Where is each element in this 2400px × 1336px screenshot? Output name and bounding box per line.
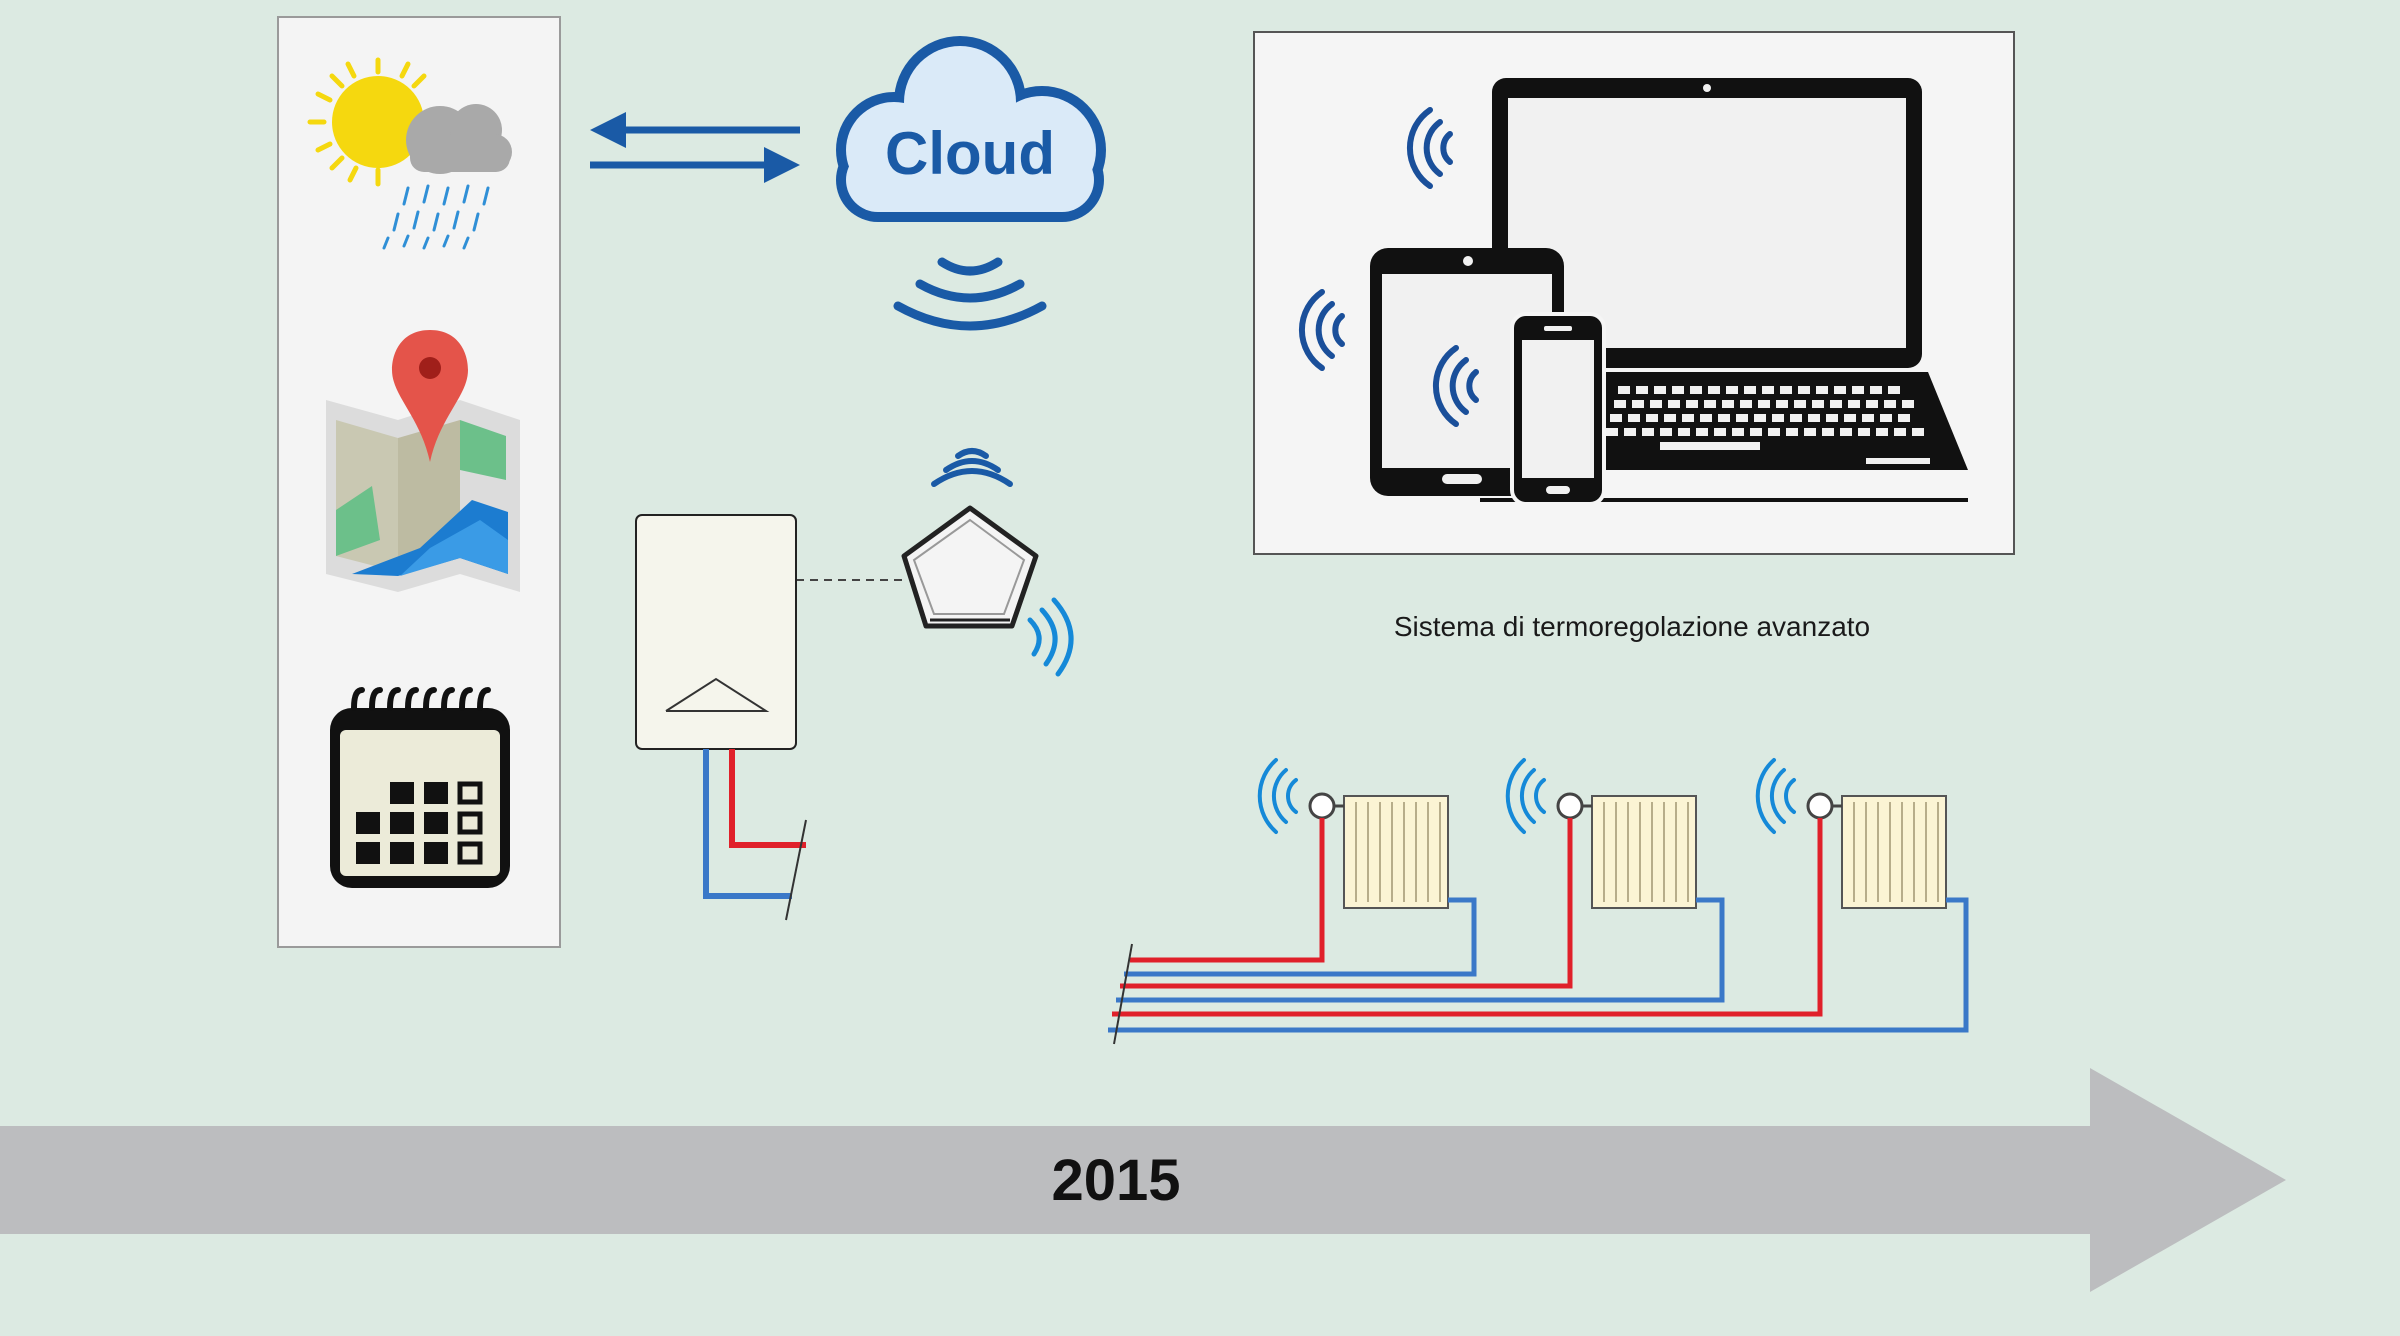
weather-icon — [307, 57, 512, 250]
calendar-icon — [330, 687, 510, 888]
gateway-icon — [901, 505, 1039, 629]
smartphone-icon — [1510, 312, 1606, 506]
wifi-icon — [1257, 758, 1298, 834]
timeline-arrow — [0, 1068, 2286, 1292]
boiler-icon — [635, 514, 797, 750]
exchange-arrows — [590, 112, 800, 183]
wifi-icon — [1755, 758, 1796, 834]
cloud-icon — [836, 36, 1106, 222]
wifi-icon — [1505, 758, 1546, 834]
wifi-icon — [1027, 597, 1074, 677]
system-caption: Sistema di termoregolazione avanzato — [1394, 611, 1870, 642]
radiator-icon — [1556, 792, 1697, 909]
wifi-icon — [931, 448, 1013, 487]
laptop-icon — [1450, 78, 1968, 502]
radiator-icon — [1308, 792, 1449, 909]
cloud-label: Cloud — [885, 120, 1055, 187]
timeline-year: 2015 — [1051, 1148, 1180, 1213]
radiator-icon — [1806, 792, 1947, 909]
boiler-pipes — [703, 749, 807, 921]
map-pin-icon — [326, 330, 520, 592]
distribution-pipes — [1108, 818, 1969, 1045]
wifi-icon — [893, 257, 1047, 331]
